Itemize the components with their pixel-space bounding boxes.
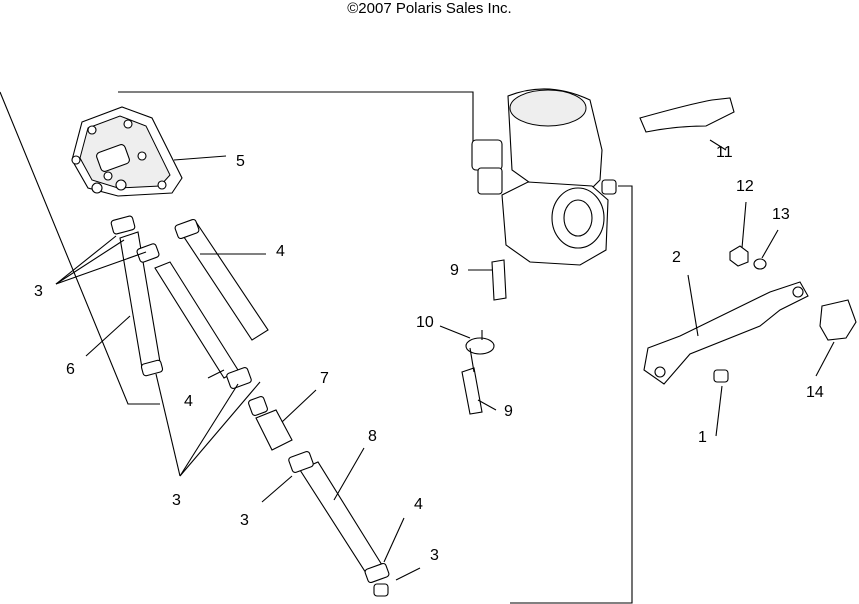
callout-10: 10	[416, 314, 434, 331]
callout-6: 6	[66, 361, 75, 378]
callout-7: 7	[320, 370, 329, 387]
leader-lines	[55, 139, 835, 581]
callout-4-upper: 4	[276, 243, 285, 260]
carburetor	[471, 88, 617, 266]
callout-1: 1	[698, 429, 707, 446]
callout-9-upper: 9	[450, 262, 459, 279]
callout-13: 13	[772, 206, 790, 223]
callout-4-lower: 4	[414, 496, 423, 513]
fuel-pump	[71, 106, 183, 197]
fuel-hoses	[110, 215, 390, 597]
callout-9-lower: 9	[504, 403, 513, 420]
vent-tubes	[461, 259, 507, 415]
callout-14: 14	[806, 384, 824, 401]
callout-11: 11	[716, 144, 733, 161]
fuel-filter	[248, 396, 293, 451]
callout-5: 5	[236, 153, 245, 170]
frame-lines	[0, 91, 633, 604]
callout-3-middle: 3	[172, 492, 181, 509]
callout-2: 2	[672, 249, 681, 266]
copyright-notice: ©2007 Polaris Sales Inc.	[347, 0, 512, 17]
callout-3-upper: 3	[34, 283, 43, 300]
callout-3-lower: 3	[240, 512, 249, 529]
vent-hose	[639, 97, 735, 133]
mounting-hardware	[643, 245, 857, 385]
callout-3-bottom: 3	[430, 547, 439, 564]
callout-12: 12	[736, 178, 754, 195]
callout-8: 8	[368, 428, 377, 445]
callout-4-middle: 4	[184, 393, 193, 410]
